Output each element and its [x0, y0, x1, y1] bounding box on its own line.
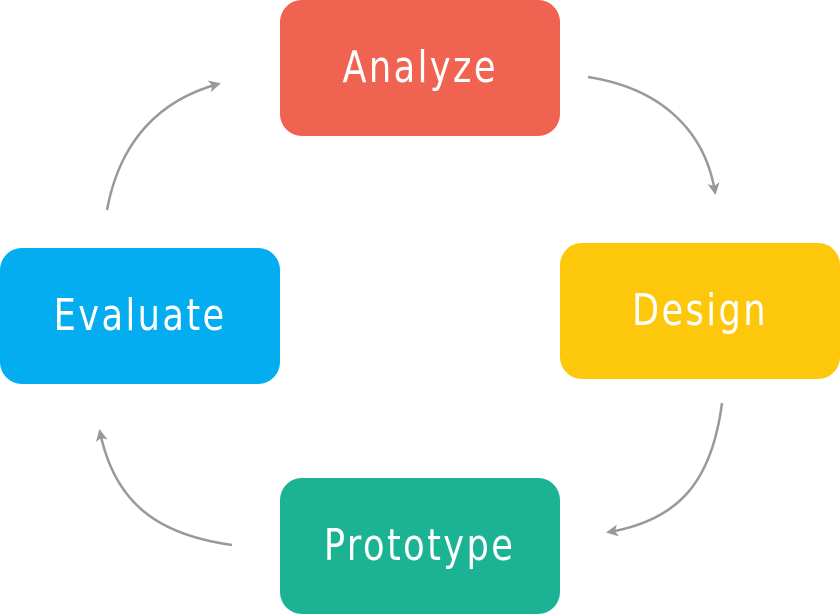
arrow-analyze-to-design: [587, 75, 720, 195]
step-design: Design: [560, 243, 840, 379]
arrow-design-to-prototype: [606, 402, 724, 537]
step-design-label: Design: [632, 285, 768, 336]
arrow-prototype-to-evaluate: [95, 429, 233, 547]
step-evaluate: Evaluate: [0, 248, 280, 384]
step-evaluate-label: Evaluate: [53, 290, 227, 341]
step-analyze: Analyze: [280, 0, 560, 136]
step-analyze-label: Analyze: [342, 42, 498, 93]
step-prototype-label: Prototype: [324, 520, 516, 571]
step-prototype: Prototype: [280, 478, 560, 614]
arrow-evaluate-to-analyze: [105, 80, 221, 211]
